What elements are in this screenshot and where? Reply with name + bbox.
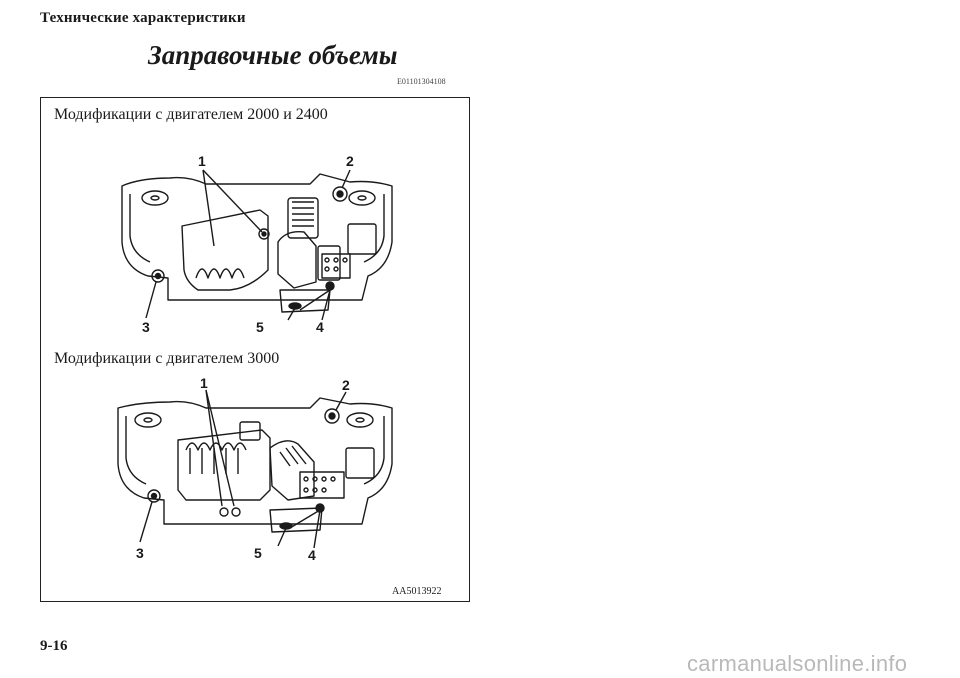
engine-bay-diagram-a: 1 2 3 5 4 <box>121 153 393 335</box>
diagram-a-label-1: 1 <box>198 153 206 169</box>
reference-code: E01101304108 <box>397 77 446 86</box>
diagram-a-label-2: 2 <box>346 153 354 169</box>
section-header: Технические характеристики <box>40 10 246 26</box>
diagram-b-label-1: 1 <box>200 378 208 391</box>
figure-code: AA5013922 <box>392 586 442 597</box>
page-title: Заправочные объемы <box>148 40 398 70</box>
diagram-a-label-3: 3 <box>142 319 150 335</box>
diagram-a-subtitle: Модификации с двигателем 2000 и 2400 <box>54 106 328 123</box>
engine-bay-diagram-b: 1 2 3 5 4 <box>117 378 393 563</box>
diagram-a-label-4: 4 <box>316 319 324 335</box>
diagram-b-label-3: 3 <box>136 545 144 561</box>
diagram-b-label-5: 5 <box>254 545 262 561</box>
watermark: carmanualsonline.info <box>687 651 908 676</box>
diagram-b-subtitle: Модификации с двигателем 3000 <box>54 350 280 367</box>
diagram-b-label-4: 4 <box>308 547 316 563</box>
diagram-b-label-2: 2 <box>342 378 350 393</box>
diagram-a-label-5: 5 <box>256 319 264 335</box>
page-number: 9-16 <box>40 638 68 654</box>
figure-frame <box>40 97 470 602</box>
